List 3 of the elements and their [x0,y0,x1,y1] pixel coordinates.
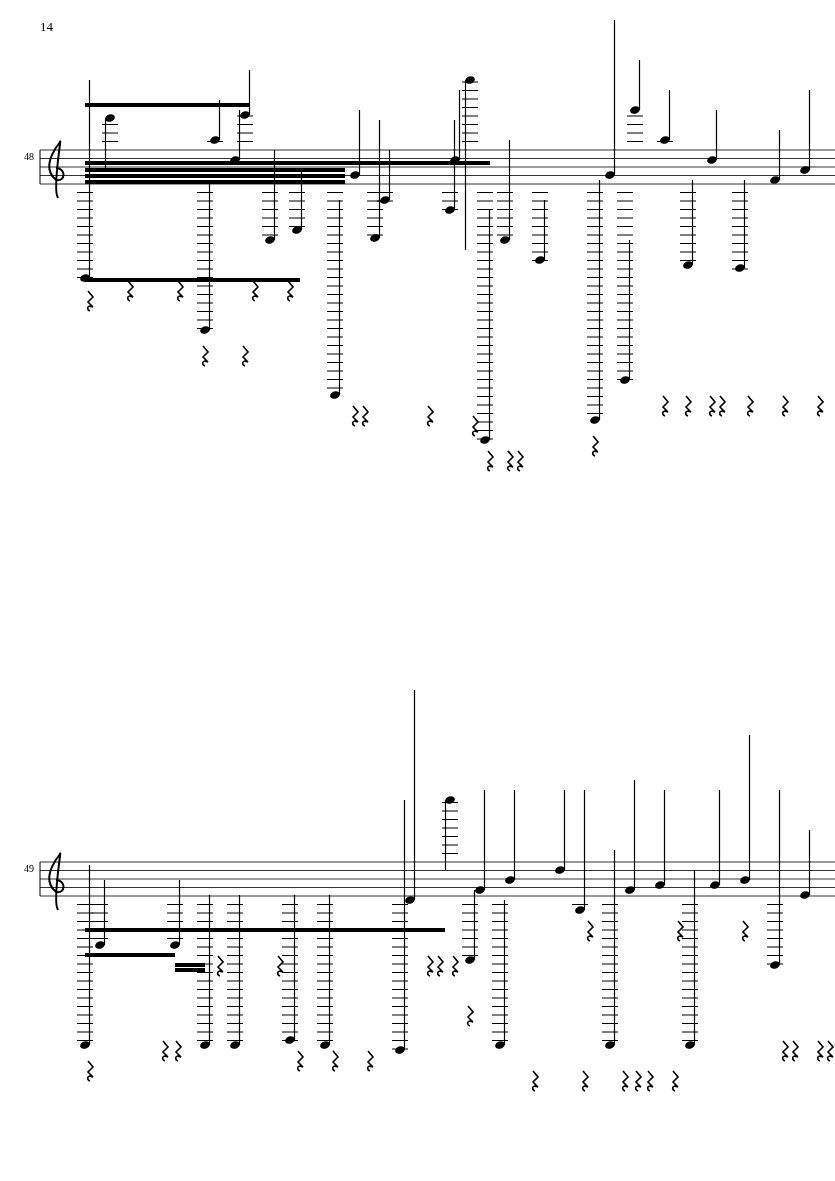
measure-number: 49 [24,864,34,874]
page-number: 14 [40,20,53,33]
measure-number: 48 [24,152,34,162]
